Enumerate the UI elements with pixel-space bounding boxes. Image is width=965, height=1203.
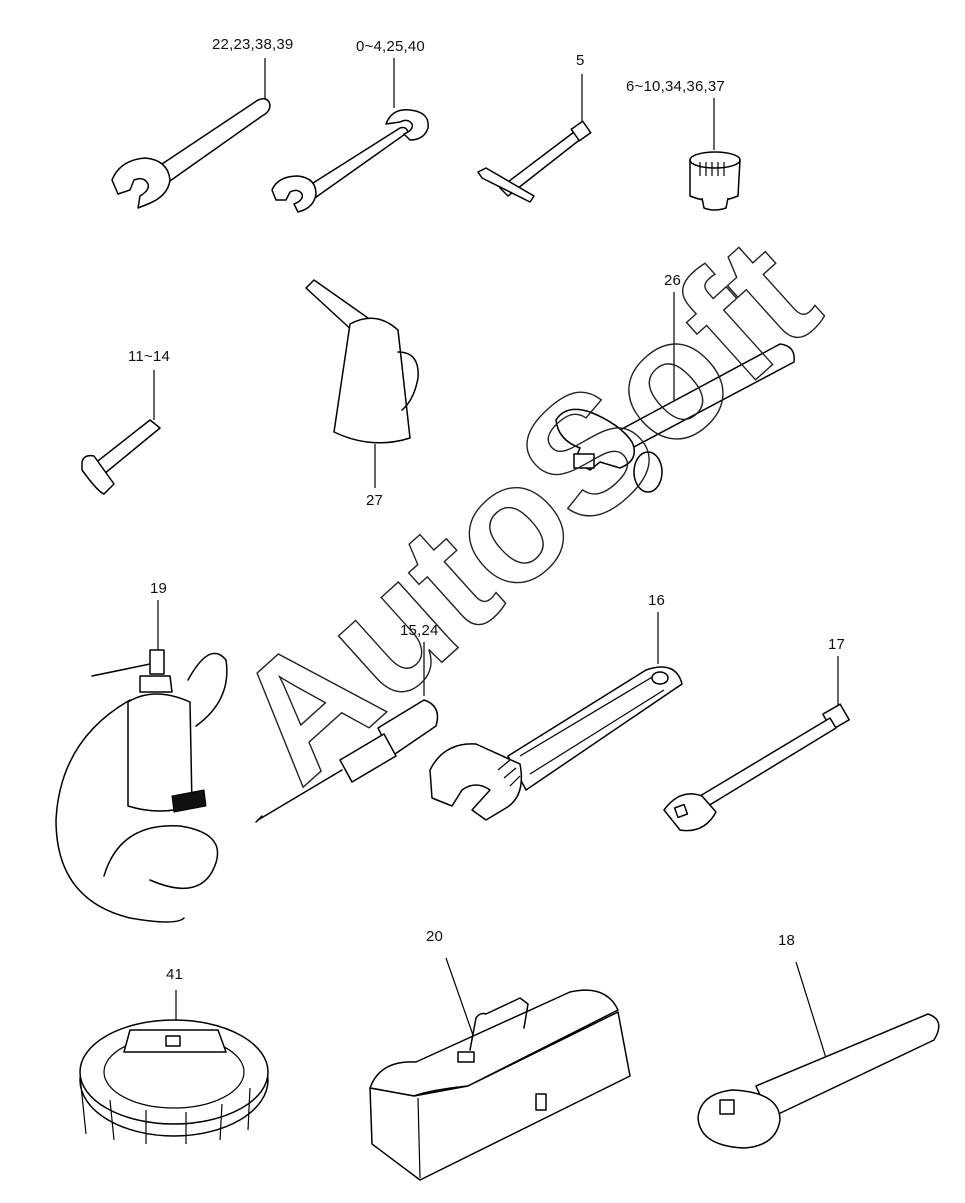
oil-can-icon bbox=[305, 279, 419, 488]
part-label-grease-gun: 19 bbox=[150, 580, 168, 597]
extension-bar-icon bbox=[663, 656, 850, 832]
oil-filter-wrench-icon bbox=[79, 990, 269, 1144]
double-open-end-wrench-icon bbox=[271, 58, 429, 213]
part-label-wrench-open-end-b: 0~4,25,40 bbox=[356, 38, 425, 55]
adjustable-wrench-icon bbox=[429, 612, 683, 821]
part-label-hammer: 26 bbox=[664, 272, 682, 289]
part-label-hex-key: 11~14 bbox=[128, 348, 171, 365]
open-end-wrench-icon bbox=[111, 58, 271, 209]
ratchet-handle-icon bbox=[697, 961, 940, 1149]
grease-gun-icon bbox=[55, 600, 228, 923]
hex-key-icon bbox=[81, 370, 161, 495]
part-label-t-handle: 5 bbox=[576, 52, 585, 69]
watermark-text: AutoSoft bbox=[198, 203, 851, 817]
part-label-oil-can: 27 bbox=[366, 492, 384, 509]
part-label-adjustable-wrench: 16 bbox=[648, 592, 666, 609]
part-label-screwdriver: 15,24 bbox=[400, 622, 439, 639]
screwdriver-icon bbox=[255, 642, 439, 823]
hammer-icon bbox=[555, 292, 795, 493]
part-label-socket: 6~10,34,36,37 bbox=[626, 78, 725, 95]
part-label-wrench-open-end-a: 22,23,38,39 bbox=[212, 36, 294, 53]
socket-icon bbox=[689, 98, 741, 211]
part-label-toolbox: 20 bbox=[426, 928, 444, 945]
part-label-extension-bar: 17 bbox=[828, 636, 846, 653]
part-label-ratchet: 18 bbox=[778, 932, 796, 949]
t-handle-wrench-icon bbox=[477, 74, 592, 203]
toolbox-icon bbox=[369, 957, 631, 1181]
part-label-filter-wrench: 41 bbox=[166, 966, 184, 983]
